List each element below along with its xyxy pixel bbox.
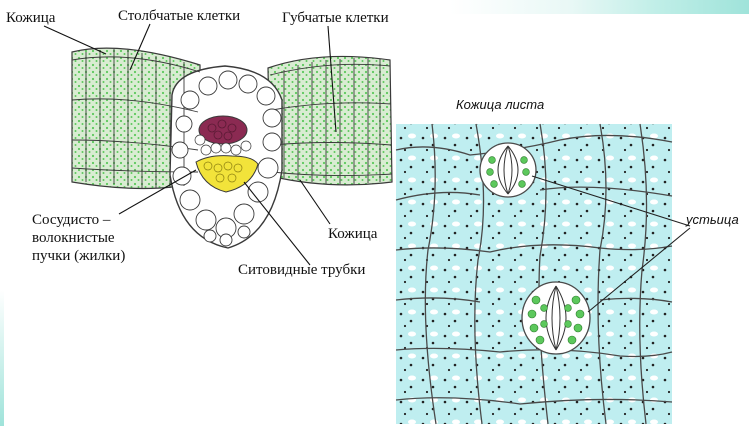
label-stomata: устьица (686, 212, 739, 227)
label-epidermis-bottom: Кожица (328, 226, 377, 243)
label-bundles-2: волокнистые (32, 230, 115, 247)
label-bundles-3: пучки (жилки) (32, 248, 125, 265)
label-palisade: Столбчатые клетки (118, 8, 240, 25)
label-leaf-skin-title: Кожица листа (456, 97, 544, 112)
label-bundles-1: Сосудисто – (32, 212, 110, 229)
right-mesophyll (268, 56, 392, 184)
label-sieve-tubes: Ситовидные трубки (238, 262, 365, 279)
stoma-lower (522, 282, 590, 354)
leaf-skin-panel (396, 124, 690, 424)
stoma-upper (480, 143, 536, 197)
label-epidermis-top: Кожица (6, 10, 55, 27)
label-spongy: Губчатые клетки (282, 10, 389, 27)
